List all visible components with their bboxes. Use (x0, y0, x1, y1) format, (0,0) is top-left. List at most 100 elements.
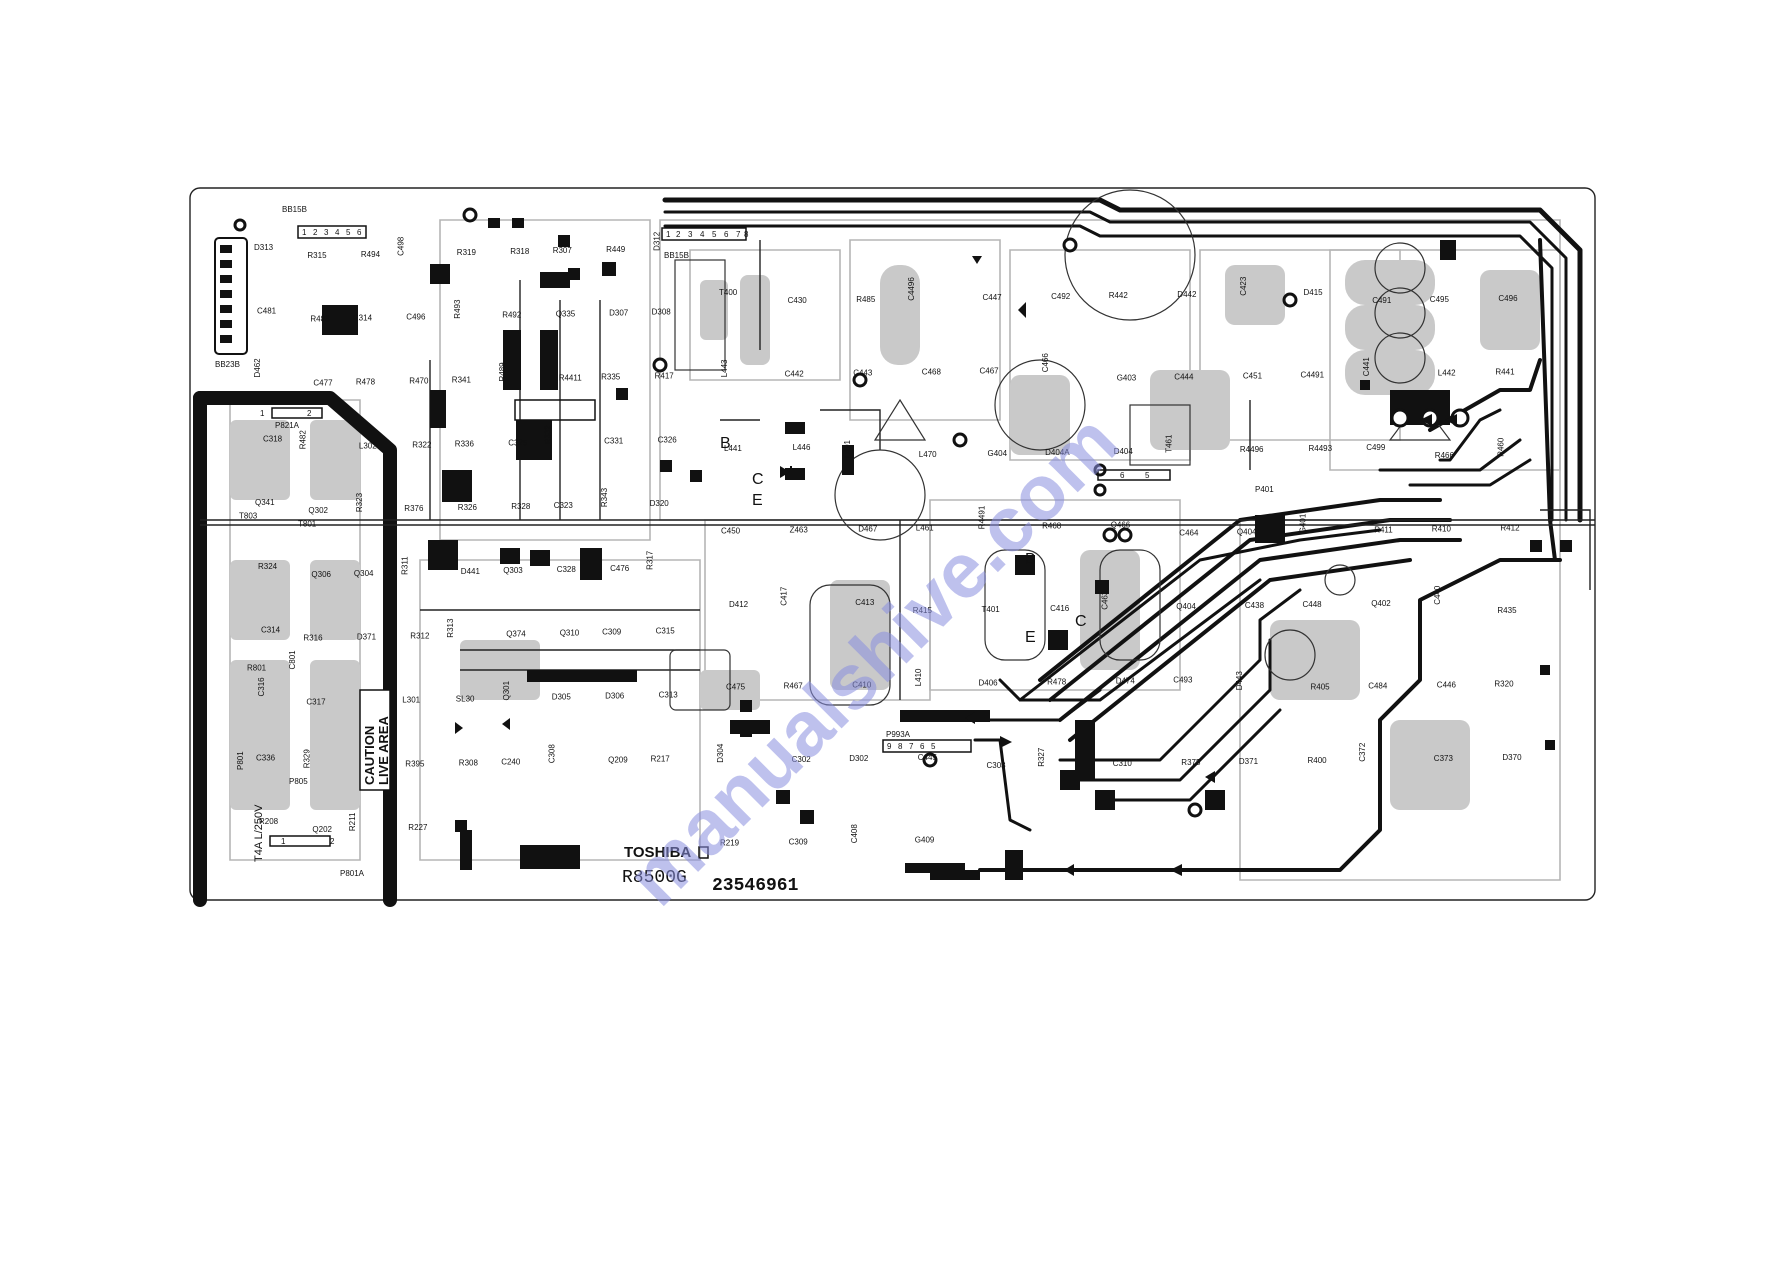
component-ref-c477: C477 (313, 379, 333, 388)
component-ref-r313: R313 (446, 618, 455, 638)
component-ref-c336: C336 (256, 753, 276, 762)
pin-mark-c1: C (752, 471, 764, 488)
diode-symbols (455, 256, 1457, 876)
pin-mark-e1: E (752, 492, 763, 509)
component-ref-l470: L470 (919, 450, 937, 459)
component-outlines (669, 189, 1452, 711)
round-pads (233, 207, 1470, 818)
component-ref-r449: R449 (606, 245, 626, 254)
svg-text:6: 6 (1120, 471, 1125, 480)
component-ref-c303: C303 (987, 761, 1007, 770)
component-ref-c314: C314 (261, 626, 281, 635)
component-ref-r328: R328 (511, 502, 531, 511)
component-ref-c309: C309 (789, 837, 809, 846)
component-ref-q304: Q304 (354, 569, 374, 578)
component-ref-g401: G401 (1299, 513, 1308, 533)
component-ref-d441: D441 (461, 567, 481, 576)
live-area-text: LIVE AREA (376, 716, 391, 785)
svg-text:8: 8 (744, 230, 749, 239)
component-ref-g404: G404 (988, 449, 1008, 458)
component-ref-c326: C326 (658, 435, 678, 444)
component-ref-r435: R435 (1497, 606, 1517, 615)
svg-text:1: 1 (260, 409, 265, 418)
component-ref-d302: D302 (849, 754, 869, 763)
svg-text:2: 2 (307, 409, 312, 418)
component-ref-d370: D370 (1502, 753, 1522, 762)
component-ref-d307: D307 (609, 309, 629, 318)
component-ref-c468: C468 (922, 367, 942, 376)
component-ref-r395: R395 (405, 759, 425, 768)
component-ref-r470: R470 (409, 377, 429, 386)
component-ref-r316: R316 (303, 634, 323, 643)
component-ref-l301: L301 (402, 696, 420, 705)
component-ref-r485: R485 (856, 295, 876, 304)
component-ref-l441: L441 (724, 444, 742, 453)
component-ref-q302: Q302 (308, 506, 328, 515)
component-ref-c315: C315 (656, 627, 676, 636)
svg-text:9: 9 (887, 742, 892, 751)
component-ref-c801: C801 (288, 650, 297, 670)
component-ref-r405: R405 (1311, 682, 1331, 691)
component-ref-r4491: R4491 (978, 505, 987, 529)
component-ref-r341: R341 (452, 376, 472, 385)
component-ref-d371: D371 (1239, 757, 1259, 766)
component-ref-c309: C309 (602, 628, 622, 637)
component-ref-c4496: C4496 (907, 277, 916, 301)
component-ref-r326: R326 (458, 503, 478, 512)
component-ref-q404: Q404 (1176, 602, 1196, 611)
component-ref-r442: R442 (1109, 291, 1129, 300)
component-ref-c310: C310 (1113, 759, 1133, 768)
svg-text:5: 5 (712, 230, 717, 239)
component-ref-l461: L461 (916, 523, 934, 532)
component-ref-r312: R312 (410, 632, 430, 641)
component-ref-q404: Q404 (1237, 527, 1257, 536)
component-ref-d412: D412 (729, 600, 749, 609)
component-ref-r468: R468 (1042, 521, 1062, 530)
component-ref-d312: D312 (653, 231, 662, 251)
component-ref-sl30: SL30 (456, 695, 475, 704)
svg-text:1: 1 (666, 230, 671, 239)
component-ref-c316: C316 (257, 677, 266, 697)
pin-mark-c2: C (1075, 613, 1087, 630)
component-ref-c440: C440 (1433, 585, 1442, 605)
component-ref-c496: C496 (1498, 294, 1518, 303)
component-ref-r441: R441 (1495, 367, 1515, 376)
svg-text:7: 7 (909, 742, 914, 751)
component-ref-r329: R329 (302, 749, 311, 769)
component-ref-r483: R483 (310, 315, 330, 324)
component-ref-d443: D443 (1235, 671, 1244, 691)
component-ref-r211: R211 (348, 812, 357, 831)
component-ref-c450: C450 (721, 526, 741, 535)
component-ref-q301: Q301 (502, 680, 511, 700)
fuse-rating-label: T4A L/250V (253, 804, 265, 862)
component-ref-t801: T801 (298, 520, 317, 529)
component-ref-c408: C408 (850, 824, 859, 844)
component-ref-q202: Q202 (312, 825, 332, 834)
component-ref-c442: C442 (785, 369, 805, 378)
component-ref-c445: C445 (918, 753, 938, 762)
component-ref-r336: R336 (455, 439, 475, 448)
component-ref-r227: R227 (408, 823, 428, 832)
component-ref-r332: R332 (544, 425, 553, 445)
caution-box (359, 689, 391, 791)
component-ref-r467: R467 (784, 681, 804, 690)
component-ref-c4491: C4491 (1301, 370, 1325, 379)
svg-text:1: 1 (281, 837, 286, 846)
component-ref-t803: T803 (239, 512, 258, 521)
component-ref-c331: C331 (604, 436, 624, 445)
component-ref-l442: L442 (1438, 368, 1456, 377)
svg-text:4: 4 (700, 230, 705, 239)
component-ref-d415: D415 (1304, 288, 1324, 297)
component-ref-r343: R343 (600, 487, 609, 507)
component-ref-d404: D404 (1114, 447, 1134, 456)
component-ref-c496: C496 (406, 313, 426, 322)
component-ref-c492: C492 (1051, 292, 1071, 301)
component-ref-l410: L410 (914, 668, 923, 686)
connector-bb23b-label: BB23B (215, 360, 240, 369)
component-ref-c323: C323 (554, 501, 574, 510)
component-ref-d442: D442 (1177, 290, 1197, 299)
component-ref-c328: C328 (557, 565, 577, 574)
component-ref-c451: C451 (1243, 371, 1263, 380)
